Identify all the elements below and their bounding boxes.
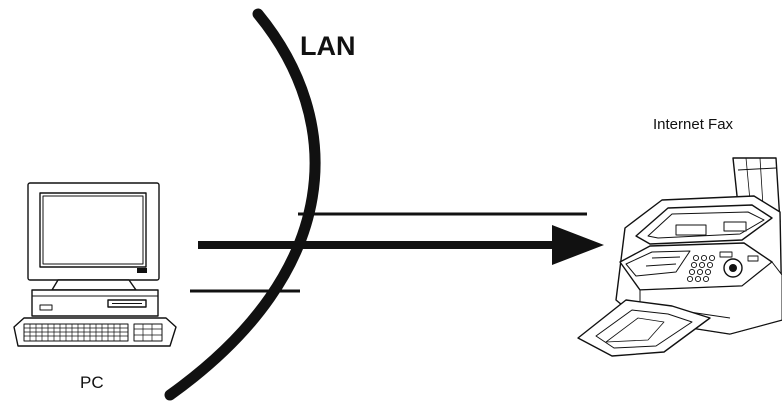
desktop-computer-icon [13,182,177,347]
arrowhead-icon [552,225,604,265]
pc-label: PC [80,373,104,392]
lan-label: LAN [300,31,356,61]
fax-machine-icon [577,157,782,357]
internet-fax-label: Internet Fax [653,116,734,133]
lan-boundary-curve [164,8,321,401]
